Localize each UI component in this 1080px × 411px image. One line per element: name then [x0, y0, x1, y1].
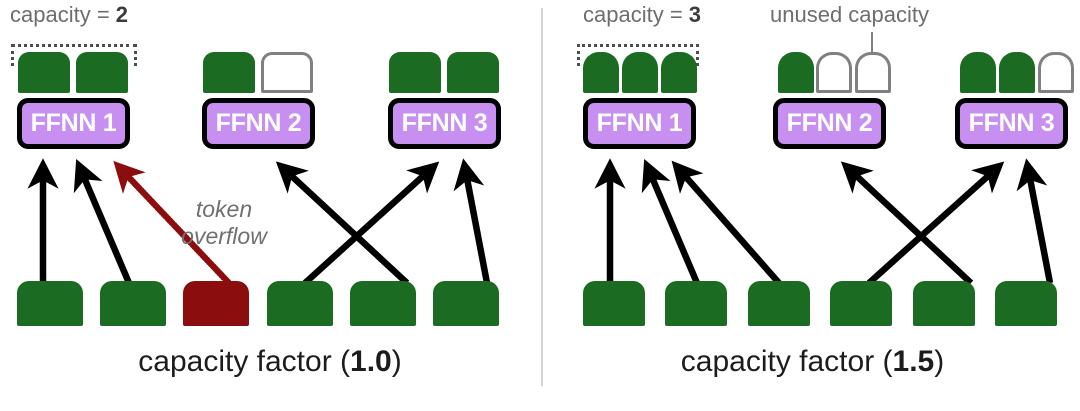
slot-empty	[816, 52, 852, 93]
token-overflow-label-line2: overflow	[181, 223, 267, 250]
input-token[interactable]	[583, 281, 645, 326]
token-overflow-label-line1: token	[195, 196, 253, 222]
panel-caption-value: 1.0	[350, 345, 392, 378]
input-token[interactable]	[267, 281, 333, 326]
capacity-label-text: capacity =	[583, 2, 689, 27]
input-token[interactable]	[913, 281, 975, 326]
arrow-group-right	[594, 158, 1054, 286]
slot-filled	[661, 52, 697, 93]
input-token[interactable]	[748, 281, 810, 326]
slot-filled	[76, 52, 128, 93]
unused-capacity-leader-line	[871, 32, 873, 60]
expert-label: FFNN 2	[215, 109, 302, 137]
expert-ffnn2[interactable]: FFNN 2	[773, 98, 886, 149]
slot-filled	[447, 52, 499, 93]
expert-label: FFNN 2	[786, 109, 873, 137]
expert-ffnn1[interactable]: FFNN 1	[583, 98, 696, 149]
arrow-token2-to-ffnn1	[73, 159, 132, 285]
panel-caption-value: 1.5	[892, 345, 935, 378]
input-token[interactable]	[17, 281, 83, 326]
panel-caption-prefix: capacity factor (	[680, 345, 893, 378]
slot-filled	[622, 52, 658, 93]
panel-caption-suffix: )	[934, 345, 945, 378]
expert-ffnn3[interactable]: FFNN 3	[955, 98, 1068, 149]
input-token[interactable]	[350, 281, 416, 326]
capacity-label-text: capacity =	[10, 2, 116, 27]
expert-label: FFNN 1	[30, 109, 117, 137]
panel-divider	[541, 8, 543, 386]
slot-filled	[960, 52, 996, 93]
input-token[interactable]	[433, 281, 499, 326]
capacity-label: capacity = 2	[10, 2, 128, 28]
unused-capacity-label: unused capacity	[770, 2, 929, 28]
slot-empty	[855, 52, 891, 93]
arrow-token5-to-ffnn2	[840, 161, 974, 286]
expert-ffnn1[interactable]: FFNN 1	[17, 98, 130, 149]
capacity-bracket	[577, 44, 699, 66]
token-overflow-label: token overflow	[149, 196, 299, 250]
arrow-group-left	[27, 158, 491, 286]
expert-label: FFNN 3	[401, 109, 488, 137]
slot-filled	[389, 52, 441, 93]
unused-capacity-label-text: unused capacity	[770, 2, 929, 27]
expert-label: FFNN 3	[968, 109, 1055, 137]
arrow-token4-to-ffnn3	[866, 161, 1005, 286]
expert-ffnn3[interactable]: FFNN 3	[388, 98, 501, 149]
panel-caption: capacity factor (1.5)	[545, 345, 1080, 379]
slot-filled	[203, 52, 255, 93]
slot-filled	[999, 52, 1035, 93]
slot-empty	[1038, 52, 1074, 93]
slot-filled	[778, 52, 814, 93]
input-token[interactable]	[665, 281, 727, 326]
slot-filled	[18, 52, 70, 93]
panel-caption-suffix: )	[391, 345, 402, 378]
capacity-bracket	[11, 44, 137, 66]
capacity-label-value: 3	[688, 2, 702, 27]
input-token-overflow[interactable]	[183, 281, 249, 326]
arrow-token3-to-ffnn1	[671, 160, 782, 286]
capacity-label: capacity = 3	[583, 2, 701, 28]
input-token[interactable]	[830, 281, 892, 326]
slot-empty	[261, 52, 313, 93]
arrow-token4-to-ffnn3	[302, 161, 440, 286]
slot-filled	[583, 52, 619, 93]
panel-caption-prefix: capacity factor (	[138, 345, 351, 378]
arrow-token6-to-ffnn3	[453, 158, 491, 284]
panel-caption: capacity factor (1.0)	[0, 345, 540, 379]
arrow-token3-overflow-to-ffnn1	[113, 160, 232, 286]
input-token[interactable]	[995, 281, 1057, 326]
input-token[interactable]	[100, 281, 166, 326]
arrow-token5-to-ffnn2	[275, 161, 410, 286]
arrow-token2-to-ffnn1	[641, 159, 700, 285]
expert-label: FFNN 1	[596, 109, 683, 137]
arrow-token6-to-ffnn3	[1016, 158, 1054, 284]
expert-ffnn2[interactable]: FFNN 2	[202, 98, 315, 149]
capacity-label-value: 2	[115, 2, 129, 27]
